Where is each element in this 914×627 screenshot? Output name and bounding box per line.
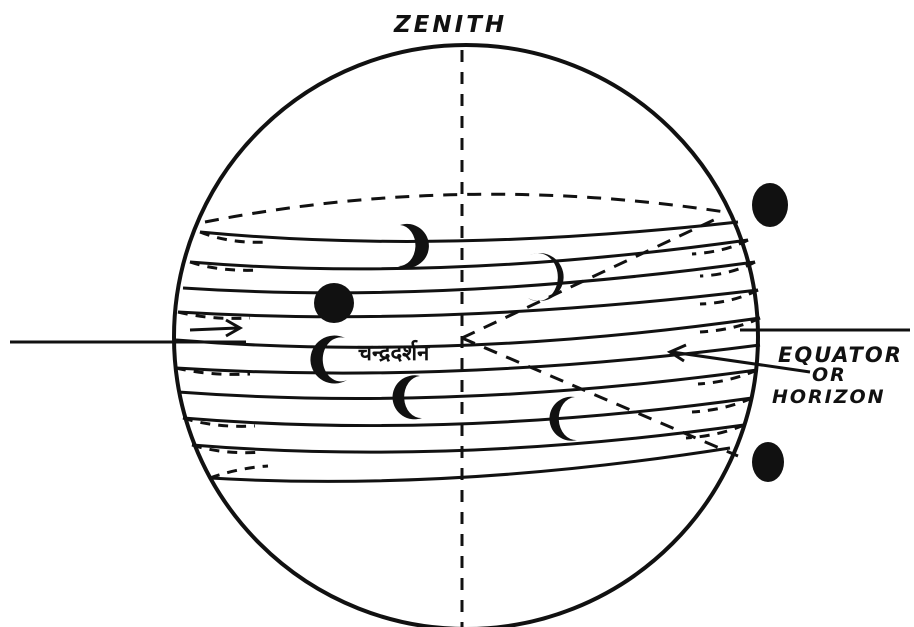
diurnal-path-10-back	[210, 466, 268, 478]
diurnal-path-4	[178, 290, 758, 317]
upper-circle-dashed	[205, 194, 725, 222]
diurnal-path-7	[178, 370, 757, 398]
diurnal-path-10	[210, 448, 730, 481]
horizon-label: HORIZON	[772, 386, 886, 408]
crescent-moon-1	[398, 224, 429, 268]
zenith-label: ZENITH	[393, 12, 507, 38]
dark-moon-upper-right	[752, 183, 788, 227]
diurnal-path-5	[176, 318, 760, 347]
diurnal-path-1	[200, 222, 738, 241]
diurnal-path-9	[192, 425, 744, 452]
direction-arrow-left	[190, 320, 240, 336]
or-label: OR	[812, 364, 847, 386]
moon-phases	[310, 183, 788, 482]
moon-sighting-label: चन्द्रदर्शन	[357, 339, 430, 366]
crescent-moon-3	[310, 336, 347, 384]
diurnal-path-8	[183, 398, 752, 426]
diurnal-path-6	[176, 345, 760, 373]
full-moon-left	[314, 283, 354, 323]
dark-moon-lower-right	[752, 442, 784, 482]
